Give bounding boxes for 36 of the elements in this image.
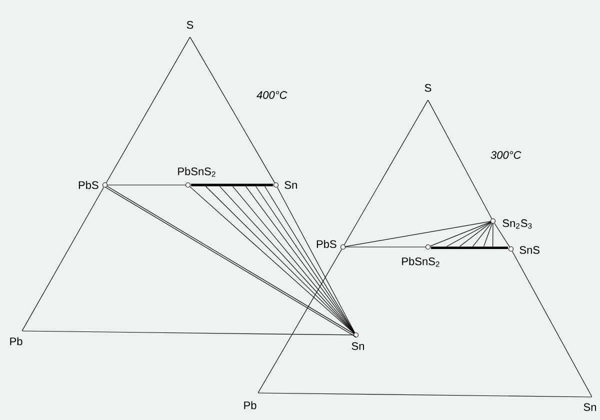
- tie-line: [428, 100, 492, 220]
- tie-line: [190, 36, 276, 184]
- point-label: Sn: [352, 342, 364, 350]
- tie-line: [22, 330, 354, 336]
- point-label: SnS: [520, 246, 540, 254]
- tie-line: [22, 186, 104, 332]
- tie-line-bar: [191, 184, 273, 186]
- tie-line: [107, 184, 186, 186]
- tie-line: [344, 100, 428, 246]
- point-label: PbS: [78, 180, 98, 190]
- tie-line: [258, 248, 342, 394]
- point-label: S: [424, 84, 432, 92]
- point-label: Sn: [284, 181, 297, 189]
- tie-line: [106, 36, 190, 184]
- tie-line: [446, 222, 492, 247]
- point-label: Pb: [10, 337, 22, 346]
- tie-line: [492, 223, 494, 247]
- tie-line: [345, 221, 491, 247]
- tie-line: [430, 222, 491, 246]
- tie-line: [484, 223, 492, 247]
- point-label: PbSnS$_{2}$: [178, 167, 216, 177]
- point-label: Sn$_{2}$S$_{3}$: [502, 219, 532, 229]
- tie-line: [345, 246, 426, 248]
- tie-line: [258, 392, 592, 398]
- point-label: S: [186, 21, 194, 29]
- point-label: Pb: [244, 401, 256, 410]
- point-label: PbSnS$_{2}$: [402, 257, 440, 267]
- tie-line: [512, 250, 592, 398]
- temperature-label: 400°C: [256, 91, 288, 99]
- tie-line-bar: [431, 246, 508, 249]
- point-label: PbS: [316, 240, 336, 248]
- temperature-label: 300°C: [490, 151, 522, 159]
- tie-line: [472, 222, 492, 247]
- tie-line: [460, 222, 492, 247]
- tie-line: [494, 222, 510, 248]
- point-label: Sn: [584, 403, 596, 411]
